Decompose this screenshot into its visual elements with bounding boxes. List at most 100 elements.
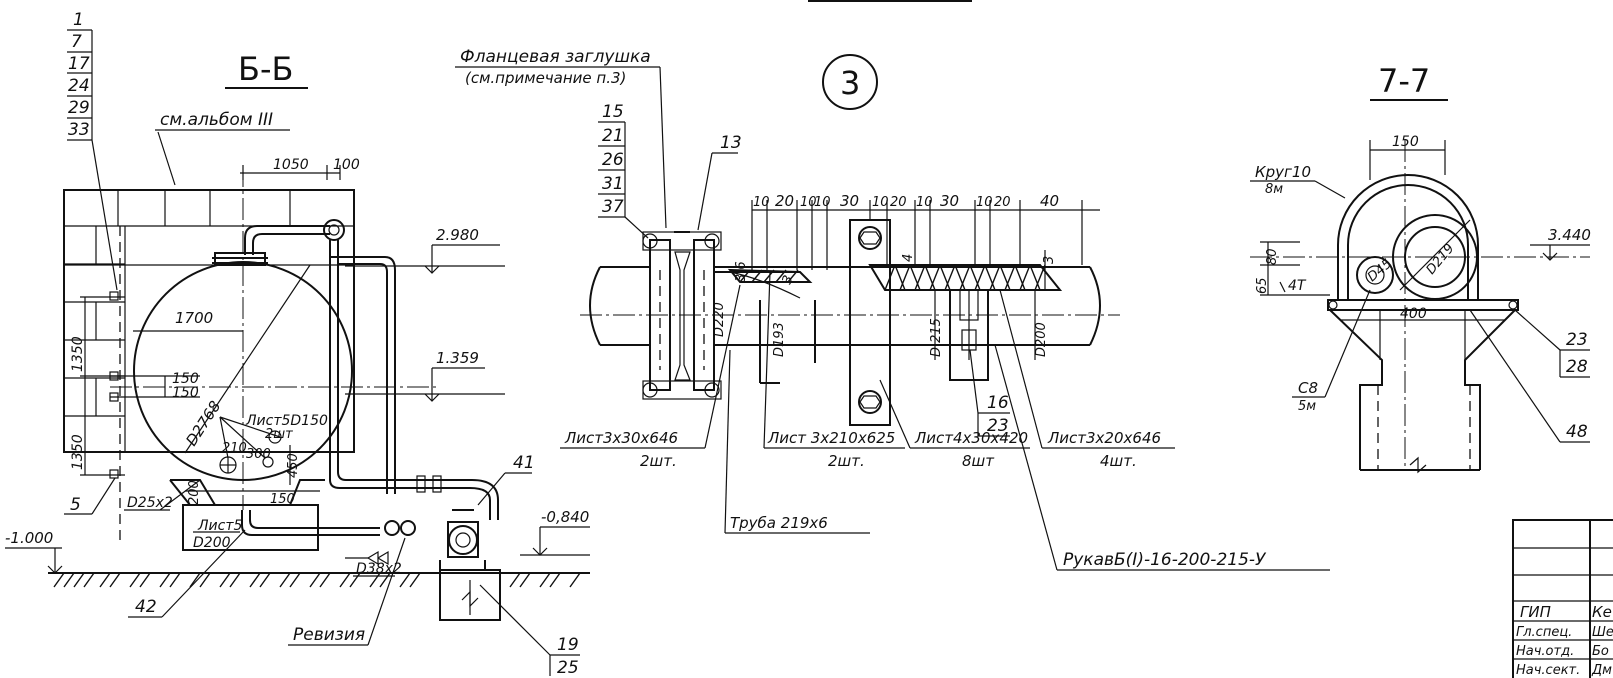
dim-4: 4 bbox=[901, 254, 916, 262]
callout-28: 28 bbox=[1566, 357, 1588, 377]
callout-19: 19 bbox=[557, 635, 579, 655]
label-c8-qty: 5м bbox=[1298, 399, 1316, 414]
dim-d193: D193 bbox=[772, 322, 787, 357]
stamp-row-nachotd: Нач.отд. bbox=[1516, 644, 1574, 659]
dim-3-6: 3 6 bbox=[734, 261, 749, 282]
callout-33: 33 bbox=[68, 120, 90, 140]
callouts-b6: 5 41 42 Ревизия 19 25 bbox=[64, 453, 580, 678]
callout-24: 24 bbox=[68, 76, 90, 96]
node-3: 3 Фланцевая заглушка (см.примечание п.3)… bbox=[455, 47, 1330, 571]
parts-node3: Лист3x30x646 2шт. Лист 3x210x625 2шт. Ли… bbox=[560, 271, 1330, 571]
callout-48: 48 bbox=[1566, 422, 1588, 442]
dim-400: 400 bbox=[1400, 306, 1427, 322]
dim-65: 65 bbox=[1255, 277, 1270, 294]
callout-16: 16 bbox=[987, 393, 1009, 413]
callout-stack-b6: 1 7 17 24 29 33 bbox=[67, 10, 118, 291]
brick-wall bbox=[63, 189, 355, 453]
dim-450: 450 bbox=[286, 453, 301, 478]
callout-5: 5 bbox=[70, 495, 81, 515]
part-hose: РукавБ(I)-16-200-215-У bbox=[1063, 550, 1267, 570]
stamp-name-3: Бо bbox=[1592, 644, 1609, 659]
label-list5d150: Лист5D150 bbox=[245, 413, 328, 429]
label-revision: Ревизия bbox=[293, 625, 365, 645]
callout-37: 37 bbox=[602, 197, 624, 217]
chain-30-b: 30 bbox=[940, 192, 959, 210]
section-7-7: 7-7 150 Круг10 8м D219 D45 3.440 80 65 4… bbox=[1250, 62, 1591, 474]
dim-d220: D220 bbox=[712, 302, 727, 337]
levels-b6: 2.980 1.359 -0,840 -1.000 bbox=[5, 226, 590, 574]
callout-31: 31 bbox=[602, 174, 624, 194]
dim-1350-top: 1350 bbox=[70, 336, 86, 372]
chain-10-f: 10 bbox=[976, 195, 993, 210]
dim-d219: D219 bbox=[1424, 241, 1458, 277]
label-2sht: 2шт bbox=[265, 427, 293, 442]
stamp-name-4: Дм bbox=[1591, 663, 1612, 678]
callout-25: 25 bbox=[557, 658, 579, 678]
chain-20-c: 20 bbox=[994, 195, 1011, 210]
section-b6: Б-Б 1 7 17 24 29 33 см.альбом III bbox=[5, 10, 590, 678]
part-list-3x20x646: Лист3x20x646 bbox=[1047, 429, 1161, 447]
dim-210: 210 bbox=[222, 441, 247, 456]
callout-23-77: 23 bbox=[1566, 330, 1588, 350]
level-0840: -0,840 bbox=[541, 508, 589, 526]
label-4t: 4T bbox=[1288, 278, 1307, 294]
chain-10-d: 10 bbox=[872, 195, 889, 210]
level-3440: 3.440 bbox=[1548, 226, 1591, 244]
node-3-title: 3 bbox=[840, 64, 860, 102]
callout-1: 1 bbox=[73, 10, 84, 30]
part-list-4x30x420-qty: 8шт bbox=[962, 452, 995, 470]
dim-150-a: 150 bbox=[172, 371, 199, 387]
callout-21: 21 bbox=[602, 126, 624, 146]
dim-150-horiz: 150 bbox=[270, 492, 295, 507]
title-block: ГИП Гл.спец. Нач.отд. Нач.сект. Ке Шер Б… bbox=[1512, 519, 1613, 678]
callout-29: 29 bbox=[68, 98, 90, 118]
stamp-name-1: Ке bbox=[1592, 603, 1612, 621]
part-list-3x210x625-qty: 2шт. bbox=[828, 452, 865, 470]
stamp-name-2: Шер bbox=[1592, 625, 1613, 640]
dim-d25x2: D25x2 bbox=[127, 495, 173, 511]
dim-chain-node3: 10 20 10 10 30 10 20 10 30 10 20 40 3 6 … bbox=[712, 192, 1100, 360]
level-1359: 1.359 bbox=[436, 349, 479, 367]
label-c8: C8 bbox=[1298, 379, 1318, 397]
callout-42: 42 bbox=[135, 597, 157, 617]
stamp-row-nachsekt: Нач.сект. bbox=[1516, 663, 1580, 678]
chain-10-e: 10 bbox=[916, 195, 933, 210]
vessel bbox=[110, 165, 440, 510]
chain-30-a: 30 bbox=[840, 192, 859, 210]
part-list-3x30x646-qty: 2шт. bbox=[640, 452, 677, 470]
chain-10-c: 10 bbox=[814, 195, 831, 210]
label-list5: Лист5 bbox=[197, 518, 242, 534]
dim-300: 300 bbox=[246, 447, 271, 462]
part-list-4x30x420: Лист4x30x420 bbox=[914, 429, 1028, 447]
callout-13: 13 bbox=[720, 133, 742, 153]
label-krug10-qty: 8м bbox=[1265, 182, 1283, 197]
dim-1050: 1050 bbox=[273, 157, 309, 173]
label-list5-d200: D200 bbox=[193, 535, 231, 551]
chain-10-b: 10 bbox=[800, 195, 817, 210]
dim-3-right: 3 bbox=[1042, 256, 1057, 264]
ground-b6 bbox=[48, 569, 590, 621]
callout-23-node3: 23 bbox=[987, 416, 1009, 436]
callout-7: 7 bbox=[71, 32, 82, 52]
dim-80: 80 bbox=[1265, 248, 1280, 265]
section-7-7-title: 7-7 bbox=[1378, 62, 1430, 100]
callout-26: 26 bbox=[602, 150, 624, 170]
album-note: см.альбом III bbox=[160, 110, 273, 130]
part-list-3x20x646-qty: 4шт. bbox=[1100, 452, 1137, 470]
callout-stack-node3: 15 21 26 31 37 bbox=[598, 102, 649, 239]
part-pipe-219x6: Труба 219x6 bbox=[730, 514, 828, 532]
flange-label: Фланцевая заглушка bbox=[460, 47, 651, 67]
pipe-assembly bbox=[580, 219, 1120, 426]
dim-d45: D45 bbox=[1365, 256, 1395, 285]
chain-40: 40 bbox=[1040, 192, 1059, 210]
level-2980: 2.980 bbox=[436, 226, 479, 244]
dim-d2768: D2768 bbox=[182, 398, 224, 450]
chain-10-a: 10 bbox=[753, 195, 770, 210]
level-1000: -1.000 bbox=[5, 529, 53, 547]
chain-20-a: 20 bbox=[775, 192, 794, 210]
flange-note: (см.примечание п.3) bbox=[465, 69, 626, 87]
dim-d38x2: D38x2 bbox=[356, 561, 402, 577]
dim-100: 100 bbox=[333, 157, 360, 173]
part-list-3x30x646: Лист3x30x646 bbox=[564, 429, 678, 447]
